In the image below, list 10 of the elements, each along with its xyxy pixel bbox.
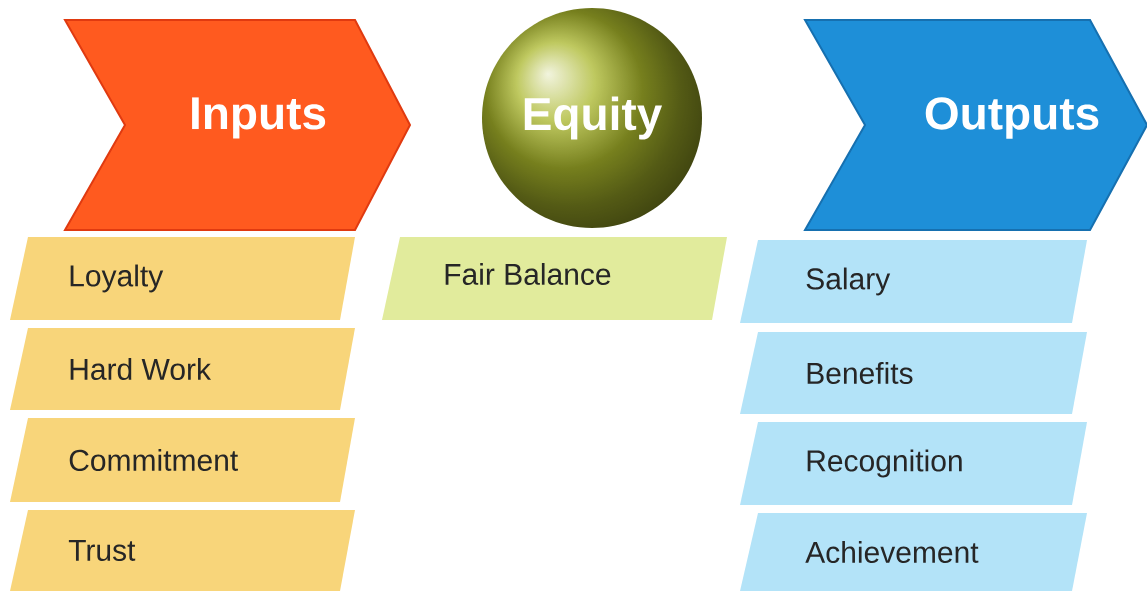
- label-band: Hard Work: [10, 328, 355, 410]
- label-band: Achievement: [740, 513, 1087, 591]
- label-band: Trust: [10, 510, 355, 591]
- label-band: Benefits: [740, 332, 1087, 414]
- label-band: Recognition: [740, 422, 1087, 505]
- label-band: Commitment: [10, 418, 355, 502]
- label-band: Salary: [740, 240, 1087, 323]
- label-band: Loyalty: [10, 237, 355, 320]
- sphere: Equity: [524, 96, 663, 140]
- label-band: Fair Balance: [382, 237, 727, 320]
